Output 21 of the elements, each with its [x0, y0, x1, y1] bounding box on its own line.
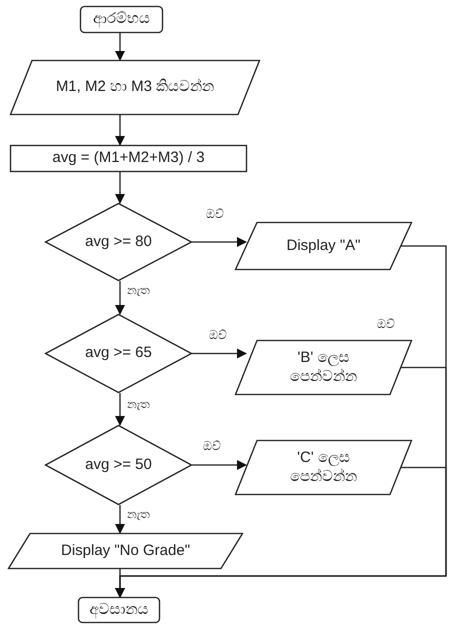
- terminal-box: අවසානය: [78, 597, 160, 623]
- decision-diamond: avg >= 50: [45, 425, 192, 505]
- io-parallelogram: M1, M2 හා M3 කියවන්න: [10, 60, 260, 115]
- arrow: [115, 505, 125, 534]
- arrow: [192, 348, 247, 358]
- arrow: [115, 33, 125, 61]
- io-parallelogram: Display "No Grade": [8, 533, 243, 569]
- io-parallelogram: 'C' ලෙස පෙන්වන්න: [235, 440, 412, 495]
- io-parallelogram: 'B' ලෙස පෙන්වන්න: [235, 340, 412, 395]
- arrow: [115, 393, 125, 426]
- arrow: [115, 115, 125, 146]
- arrow: [192, 237, 247, 247]
- decision-diamond: avg >= 65: [45, 314, 192, 393]
- decision-diamond: avg >= 80: [45, 203, 192, 281]
- arrow: [115, 172, 125, 204]
- arrow: [115, 281, 125, 315]
- arrow: [192, 460, 247, 470]
- arrow: [115, 466, 447, 598]
- terminal-box: ආරම්භය: [80, 6, 163, 33]
- process-box: avg = (M1+M2+M3) / 3: [10, 145, 247, 172]
- io-parallelogram: Display "A": [235, 222, 412, 270]
